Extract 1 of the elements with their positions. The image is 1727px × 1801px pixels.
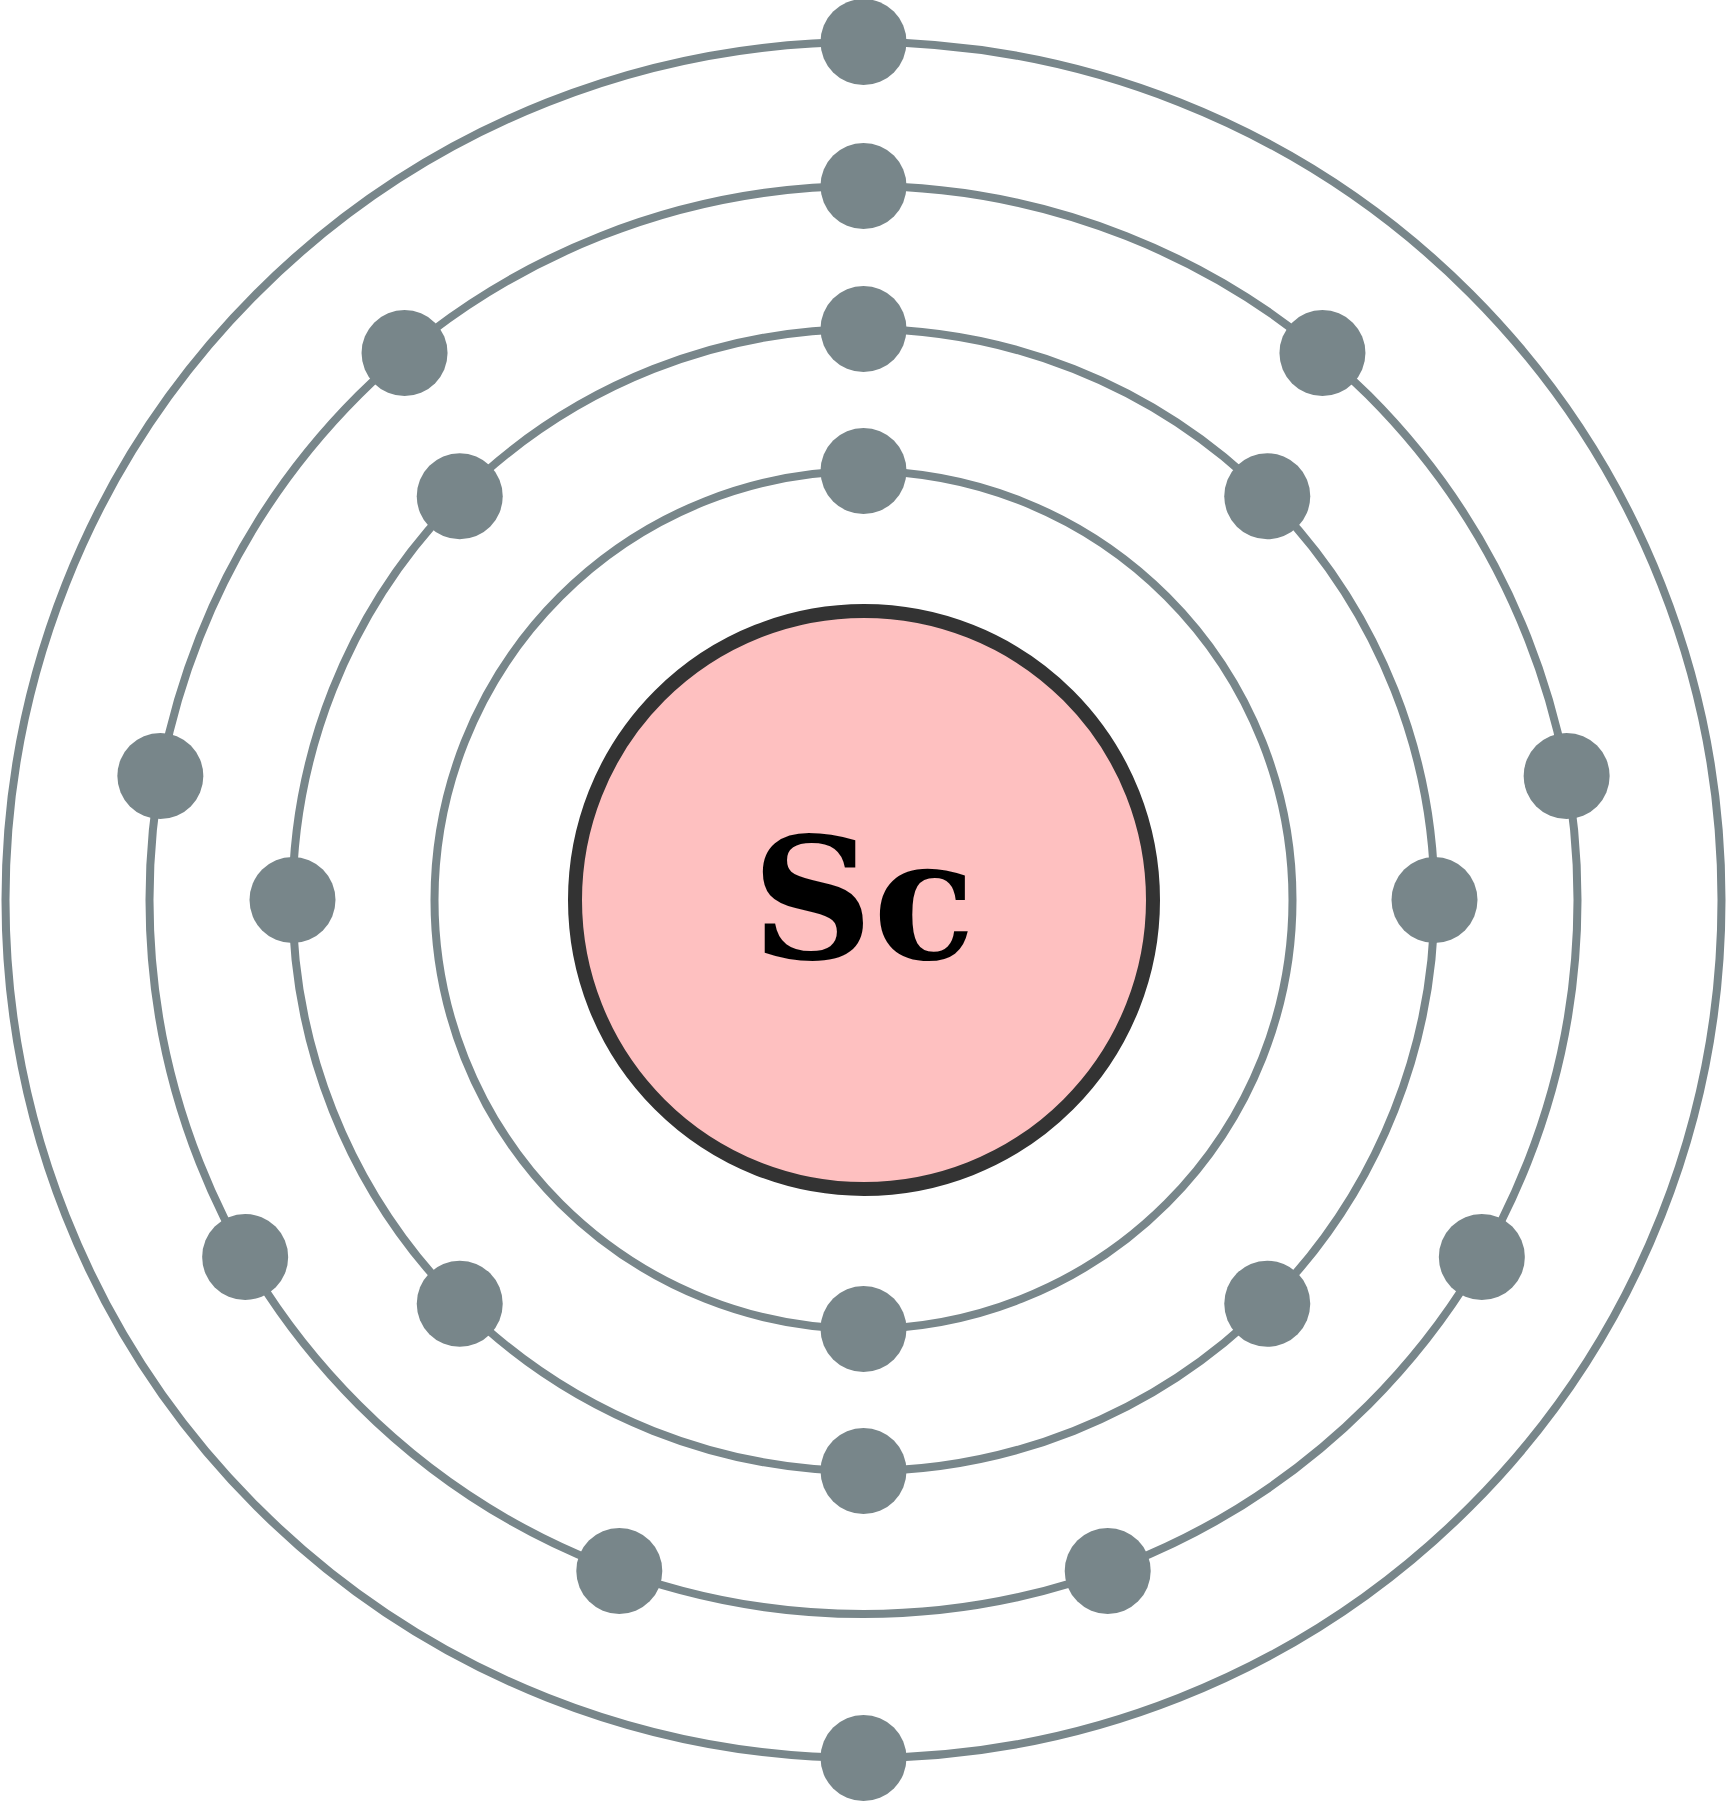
- element-symbol: Sc: [751, 816, 976, 984]
